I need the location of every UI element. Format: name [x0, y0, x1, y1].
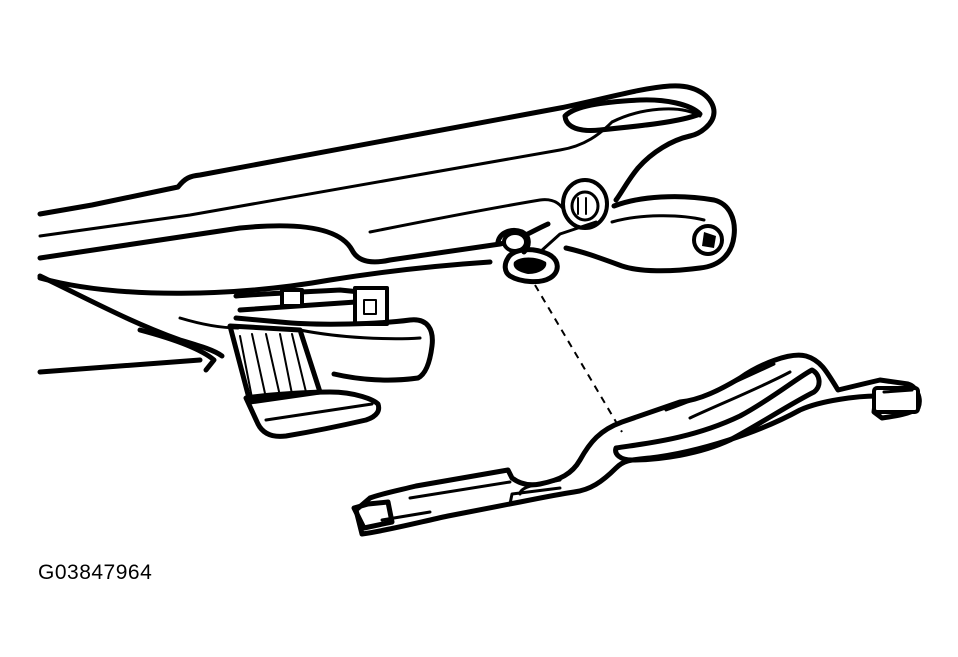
arm-housing: [37, 83, 717, 296]
pivot-stud: [495, 220, 598, 285]
alignment-guide-line: [534, 284, 623, 433]
bolt-head-icon: [561, 178, 609, 230]
linkage-assembly: [37, 273, 435, 439]
figure-code-label: G03847964: [38, 561, 153, 584]
hinge-plate: [563, 194, 737, 274]
spring-clip: [351, 352, 922, 537]
